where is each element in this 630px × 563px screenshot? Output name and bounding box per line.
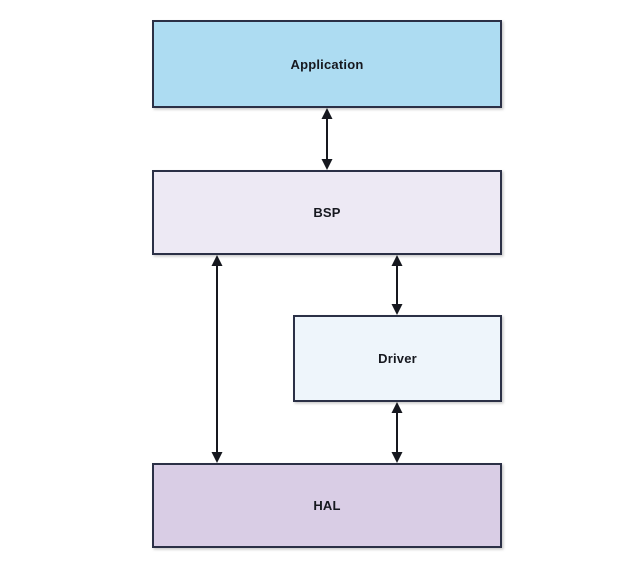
connector-driver-hal [391, 402, 403, 463]
arrowhead-down-icon [391, 304, 403, 315]
arrowhead-up-icon [391, 402, 403, 413]
arrowhead-up-icon [211, 255, 223, 266]
arrowhead-down-icon [391, 452, 403, 463]
node-label-driver: Driver [378, 351, 417, 366]
node-application[interactable]: Application [152, 20, 502, 108]
arrowhead-up-icon [321, 108, 333, 119]
node-hal[interactable]: HAL [152, 463, 502, 548]
arrowhead-down-icon [321, 159, 333, 170]
connector-bsp-hal [211, 255, 223, 463]
connector-application-bsp [321, 108, 333, 170]
node-label-bsp: BSP [313, 205, 341, 220]
node-driver[interactable]: Driver [293, 315, 502, 402]
node-label-hal: HAL [313, 498, 341, 513]
arrowhead-down-icon [211, 452, 223, 463]
node-bsp[interactable]: BSP [152, 170, 502, 255]
node-label-application: Application [290, 56, 364, 72]
arrowhead-up-icon [391, 255, 403, 266]
connector-bsp-driver [391, 255, 403, 315]
